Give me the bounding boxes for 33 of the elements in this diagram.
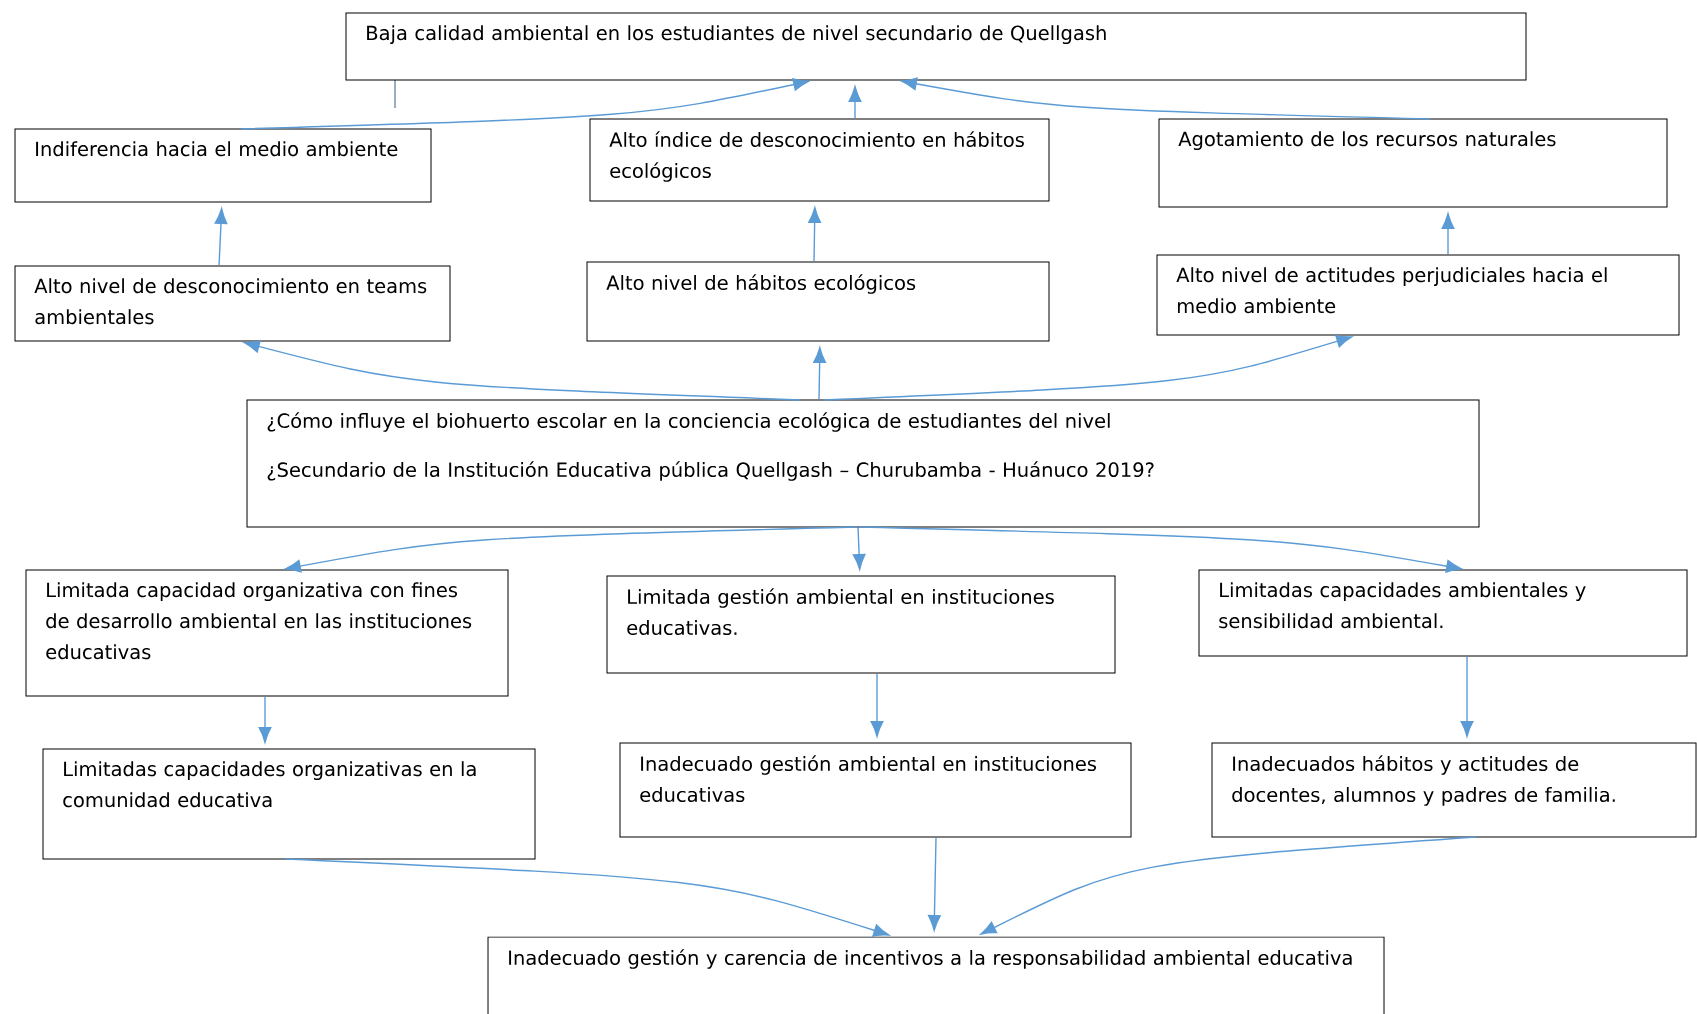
process-box: Limitadas capacidades organizativas en la comunidad educativa [42, 748, 536, 860]
process-box: Inadecuado gestión y carencia de incentivos a la responsabilidad ambiental educativa [487, 936, 1385, 1014]
arrow [1460, 656, 1474, 737]
process-box: Alto nivel de desconocimiento en teams ambientales [14, 265, 451, 342]
arrow [285, 526, 858, 573]
arrow [240, 78, 810, 130]
process-box: Limitadas capacidades ambientales y sensibilidad ambiental. [1198, 569, 1688, 657]
arrow [1441, 213, 1455, 255]
arrow [852, 527, 866, 570]
arrow [980, 836, 1477, 935]
arrow [214, 208, 228, 266]
process-box: Limitada gestión ambiental en instituciones educativas. [606, 575, 1116, 674]
arrow [870, 673, 884, 737]
process-box: Agotamiento de los recursos naturales [1158, 118, 1668, 208]
arrow [823, 335, 1353, 401]
arrow [808, 207, 822, 262]
arrow [284, 858, 890, 937]
process-box: Indiferencia hacia el medio ambiente [14, 128, 432, 203]
arrow [927, 837, 941, 931]
process-box: Alto nivel de actitudes perjudiciales hacia el medio ambiente [1156, 254, 1680, 336]
arrow [858, 526, 1462, 573]
arrow [243, 340, 801, 401]
arrow [813, 347, 827, 400]
arrow [901, 77, 1431, 120]
process-box: Alto índice de desconocimiento en hábitos ecológicos [589, 118, 1050, 202]
process-box: Alto nivel de hábitos ecológicos [586, 261, 1050, 342]
process-box: Inadecuado gestión ambiental en instituciones educativas [619, 742, 1132, 838]
arrow [258, 696, 272, 743]
arrow [848, 86, 862, 119]
process-box: Baja calidad ambiental en los estudiantes de nivel secundario de Quellgash [345, 12, 1527, 81]
process-box: Inadecuados hábitos y actitudes de docentes, alumnos y padres de familia. [1211, 742, 1697, 838]
process-box: Limitada capacidad organizativa con fines de desarrollo ambiental en las instituciones educativas [25, 569, 509, 697]
process-box: ¿Cómo influye el biohuerto escolar en la conciencia ecológica de estudiantes del nivel ¿Secundario de la Institución Educativa pública Quellgash – Churubamba - Huánuco 2019? [246, 399, 1480, 528]
